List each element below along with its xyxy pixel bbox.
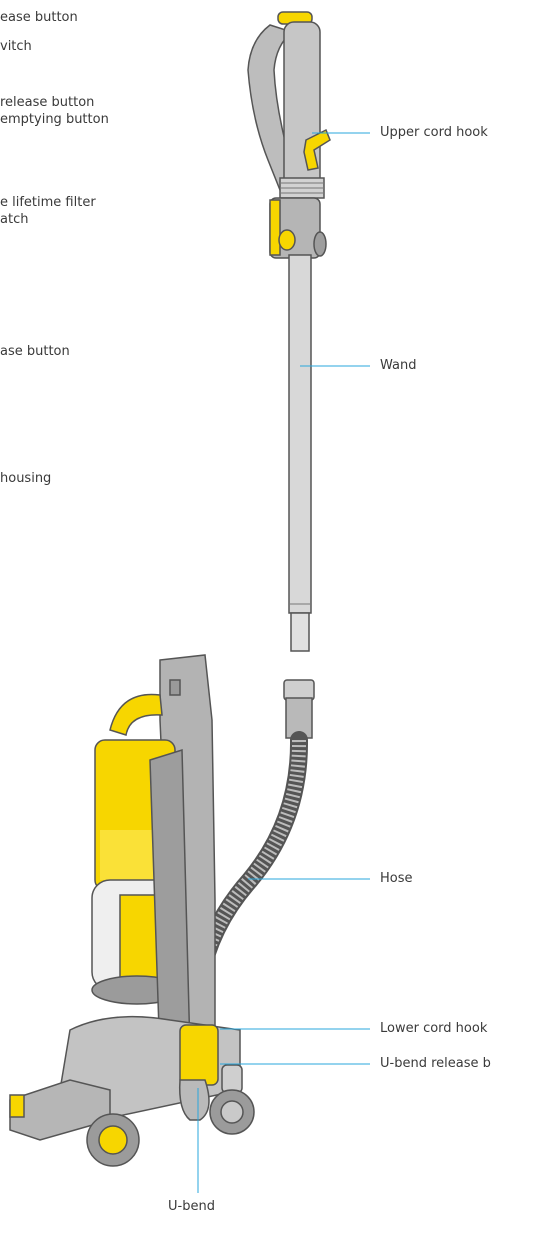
label-lower-cord-hook: Lower cord hook xyxy=(380,1021,488,1036)
leader-lines xyxy=(197,132,370,1193)
label-u-bend: U-bend xyxy=(168,1199,215,1214)
label-left-8: housing xyxy=(0,471,52,486)
label-upper-cord-hook: Upper cord hook xyxy=(380,125,488,140)
ribbed-neck xyxy=(279,177,325,199)
label-left-1: ease button xyxy=(0,10,78,25)
upper-cord-hook-part xyxy=(303,128,331,171)
label-left-2: vitch xyxy=(0,39,32,54)
label-left-4: emptying button xyxy=(0,112,109,127)
label-wand: Wand xyxy=(380,358,417,373)
label-u-bend-release: U-bend release b xyxy=(380,1056,491,1071)
label-hose: Hose xyxy=(380,871,413,886)
label-left-6: atch xyxy=(0,212,29,227)
wand-assembly xyxy=(247,11,331,652)
lower-cord-hook-part xyxy=(179,1024,219,1086)
label-left-5: e lifetime filter xyxy=(0,195,96,210)
label-left-7: ase button xyxy=(0,344,70,359)
vacuum-body xyxy=(9,654,255,1167)
label-left-3: release button xyxy=(0,95,95,110)
